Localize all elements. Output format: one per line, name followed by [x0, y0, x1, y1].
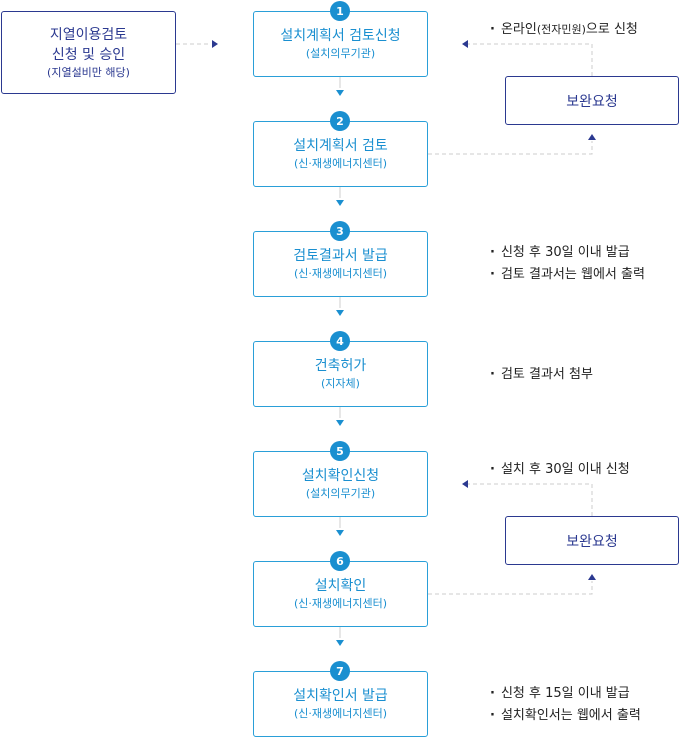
note-step-7-line-2: 설치확인서는 웹에서 출력 — [490, 705, 641, 727]
step-7-title: 설치확인서 발급 — [293, 688, 388, 704]
note-step-1: 온라인(전자민원)으로 신청 — [490, 19, 638, 41]
step-5-title: 설치확인신청 — [301, 468, 380, 484]
left-arrow-icon — [462, 40, 468, 48]
up-arrow-icon — [588, 134, 596, 140]
down-arrow-icon — [336, 90, 344, 96]
step-1-badge: 1 — [330, 1, 350, 21]
supplement-request-box-1: 보완요청 — [505, 76, 679, 125]
step-5-badge: 5 — [330, 441, 350, 461]
note-step-3-line-1: 신청 후 30일 이내 발급 — [490, 242, 645, 264]
step-2-badge: 2 — [330, 111, 350, 131]
supplement-request-box-2: 보완요청 — [505, 516, 679, 565]
step-6-sub: (신·재생에너지센터) — [293, 597, 388, 610]
down-arrow-icon — [336, 640, 344, 646]
step-4-sub: (지자체) — [321, 377, 360, 390]
step-6-box: 설치확인 (신·재생에너지센터) — [253, 561, 428, 627]
down-arrow-icon — [336, 200, 344, 206]
geothermal-review-title: 지열이용검토 — [49, 26, 128, 43]
step-6-badge: 6 — [330, 551, 350, 571]
geothermal-note: (지열설비만 해당) — [47, 65, 130, 79]
note-apply: 으로 신청 — [585, 22, 638, 37]
note-step-5: 설치 후 30일 이내 신청 — [490, 459, 630, 481]
step-1-title: 설치계획서 검토신청 — [280, 28, 401, 44]
step-2-title: 설치계획서 검토 — [293, 138, 388, 154]
step-2-box: 설치계획서 검토 (신·재생에너지센터) — [253, 121, 428, 187]
down-arrow-icon — [336, 310, 344, 316]
step-1-sub: (설치의무기관) — [305, 47, 376, 60]
step-4-badge: 4 — [330, 331, 350, 351]
note-e-petition: (전자민원) — [536, 23, 586, 36]
supplement-request-label: 보완요청 — [566, 93, 618, 110]
step-5-box: 설치확인신청 (설치의무기관) — [253, 451, 428, 517]
down-arrow-icon — [336, 420, 344, 426]
step-7-box: 설치확인서 발급 (신·재생에너지센터) — [253, 671, 428, 737]
up-arrow-icon — [588, 574, 596, 580]
note-step-3-line-2: 검토 결과서는 웹에서 출력 — [490, 264, 645, 286]
step-5-sub: (설치의무기관) — [305, 487, 376, 500]
step-3-badge: 3 — [330, 221, 350, 241]
note-step-4: 검토 결과서 첨부 — [490, 364, 593, 386]
down-arrow-icon — [336, 530, 344, 536]
step-2-sub: (신·재생에너지센터) — [293, 157, 388, 170]
step-3-sub: (신·재생에너지센터) — [293, 267, 388, 280]
note-online: 온라인 — [500, 22, 537, 37]
right-arrow-icon — [212, 40, 218, 48]
note-step-7-line-1: 신청 후 15일 이내 발급 — [490, 683, 641, 705]
geothermal-approval-title: 신청 및 승인 — [51, 46, 126, 63]
step-1-box: 설치계획서 검토신청 (설치의무기관) — [253, 11, 428, 77]
step-7-badge: 7 — [330, 661, 350, 681]
note-step-7: 신청 후 15일 이내 발급 설치확인서는 웹에서 출력 — [490, 683, 641, 727]
note-step-3: 신청 후 30일 이내 발급 검토 결과서는 웹에서 출력 — [490, 242, 645, 286]
left-arrow-icon — [462, 480, 468, 488]
note-step-4-line-1: 검토 결과서 첨부 — [490, 364, 593, 386]
step-7-sub: (신·재생에너지센터) — [293, 707, 388, 720]
supplement-request-label: 보완요청 — [566, 533, 618, 550]
step-3-title: 검토결과서 발급 — [293, 248, 388, 264]
step-4-box: 건축허가 (지자체) — [253, 341, 428, 407]
note-step-5-line-1: 설치 후 30일 이내 신청 — [490, 459, 630, 481]
step-4-title: 건축허가 — [314, 358, 367, 374]
step-6-title: 설치확인 — [314, 578, 367, 594]
geothermal-review-box: 지열이용검토 신청 및 승인 (지열설비만 해당) — [1, 11, 176, 94]
